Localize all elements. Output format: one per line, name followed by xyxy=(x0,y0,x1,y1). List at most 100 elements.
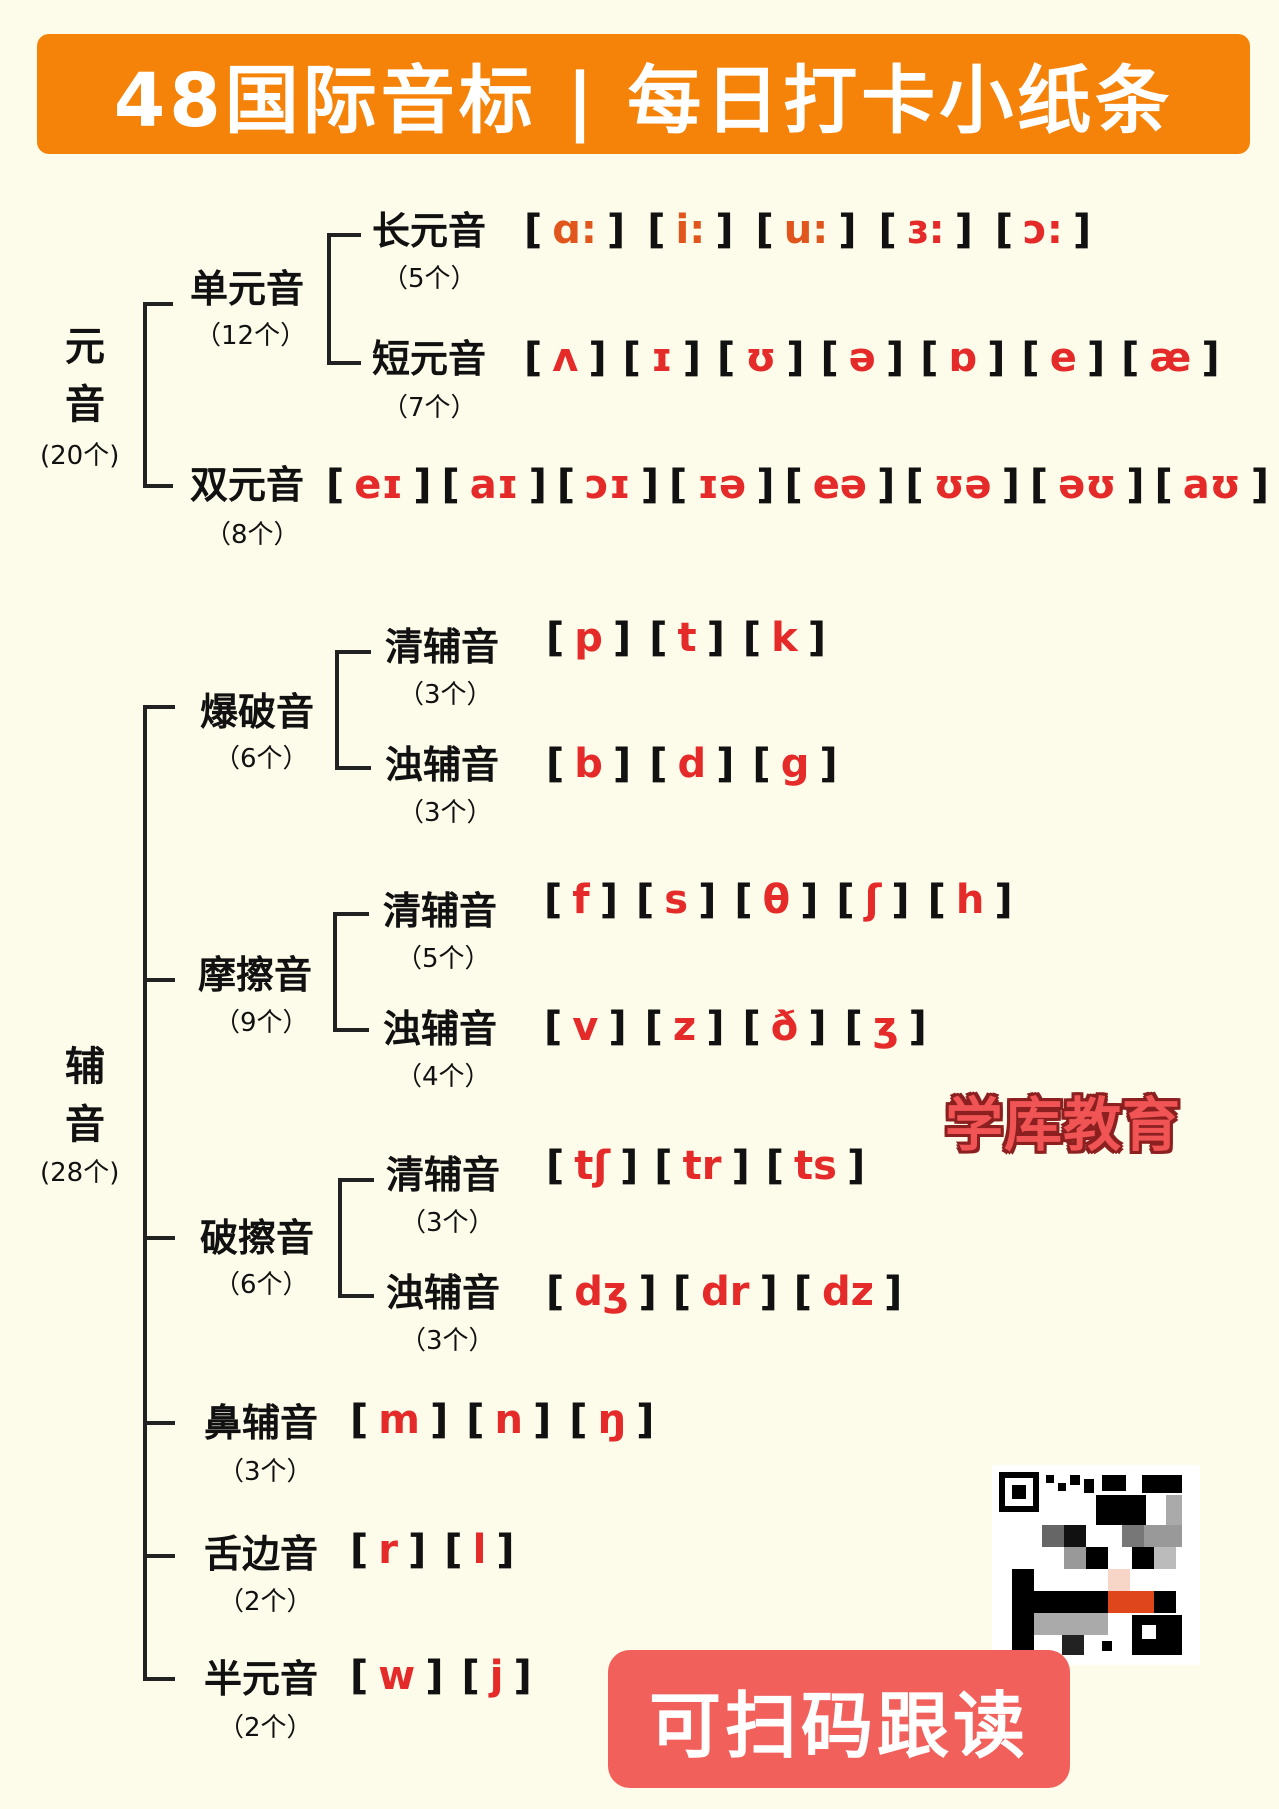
phonetic-symbol[interactable]: [v] xyxy=(544,1004,627,1050)
tree-line xyxy=(143,484,173,488)
tree-line xyxy=(327,361,361,365)
phonetic-symbol[interactable]: [b] xyxy=(546,741,632,787)
phonetic-symbol[interactable]: [i:] xyxy=(647,207,734,253)
monophthongs-label: 单元音 xyxy=(190,267,305,311)
qr-code-icon[interactable] xyxy=(992,1465,1200,1665)
long-vowels-symbols: [ɑ:] [i:] [u:] [ɜ:] [ɔ:] xyxy=(524,210,1091,250)
consonants-label-char: 辅 xyxy=(65,1044,105,1090)
phonetic-symbol[interactable]: [eɪ] xyxy=(326,462,432,508)
phonetic-symbol[interactable]: [ʊə] xyxy=(905,462,1020,508)
phonetic-symbol[interactable]: [g] xyxy=(752,741,838,787)
consonants-label-char: 音 xyxy=(65,1102,105,1148)
fricatives-voiceless-label: 清辅音 xyxy=(383,889,498,933)
tree-line xyxy=(333,912,369,916)
scan-to-read-button[interactable]: 可扫码跟读 xyxy=(608,1650,1070,1788)
phonetic-symbol[interactable]: [ə] xyxy=(820,335,905,381)
nasals-label: 鼻辅音 xyxy=(204,1401,319,1445)
phonetic-symbol[interactable]: [dr] xyxy=(672,1269,778,1315)
phonetic-symbol[interactable]: [u:] xyxy=(755,207,857,253)
long-vowels-count: （5个） xyxy=(382,264,477,294)
phonetic-symbol[interactable]: [ɪ] xyxy=(622,335,702,381)
phonetic-symbol[interactable]: [aʊ] xyxy=(1154,462,1269,508)
diphthongs-label: 双元音 xyxy=(190,463,305,507)
diphthongs-count: （8个） xyxy=(205,520,300,550)
page-title: 48国际音标 | 每日打卡小纸条 xyxy=(113,57,1174,144)
phonetic-symbol[interactable]: [əʊ] xyxy=(1029,462,1145,508)
phonetic-symbol[interactable]: [z] xyxy=(644,1004,725,1050)
tree-line xyxy=(333,912,337,1032)
tree-line xyxy=(143,705,147,1681)
short-vowels-label: 短元音 xyxy=(372,337,487,381)
plosives-voiceless-label: 清辅音 xyxy=(385,625,500,669)
phonetic-symbol[interactable]: [ts] xyxy=(765,1143,866,1189)
phonetic-symbol[interactable]: [w] xyxy=(350,1653,444,1699)
fricatives-voiceless-count: （5个） xyxy=(396,944,491,974)
tree-line xyxy=(327,233,361,237)
tree-line xyxy=(143,1677,175,1681)
phonetic-symbol[interactable]: [e] xyxy=(1021,335,1106,381)
phonetic-symbol[interactable]: [ɔɪ] xyxy=(556,462,659,508)
laterals-count: （2个） xyxy=(218,1587,313,1617)
fricatives-voiced-symbols: [v] [z] [ð] [ʒ] xyxy=(544,1007,927,1047)
phonetic-symbol[interactable]: [j] xyxy=(461,1653,532,1699)
plosives-count: （6个） xyxy=(214,744,309,774)
affricates-voiced-count: （3个） xyxy=(400,1326,495,1356)
phonetic-symbol[interactable]: [eə] xyxy=(784,462,896,508)
header-banner: 48国际音标 | 每日打卡小纸条 xyxy=(37,34,1250,154)
brand-logo-text: 学库教育 xyxy=(945,1091,1182,1159)
vowels-label: 元 音 xyxy=(60,318,110,434)
phonetic-symbol[interactable]: [dz] xyxy=(793,1269,903,1315)
tree-line xyxy=(335,650,339,770)
plosives-voiced-label: 浊辅音 xyxy=(385,743,500,787)
phonetic-symbol[interactable]: [ʃ] xyxy=(836,877,910,923)
tree-line xyxy=(335,766,371,770)
phonetic-symbol[interactable]: [l] xyxy=(444,1527,515,1573)
scan-to-read-label: 可扫码跟读 xyxy=(648,1683,1029,1768)
semivowels-symbols: [w] [j] xyxy=(350,1656,532,1696)
phonetic-symbol[interactable]: [ɪə] xyxy=(668,462,775,508)
phonetic-symbol[interactable]: [ʌ] xyxy=(524,335,607,381)
affricates-voiced-label: 浊辅音 xyxy=(386,1271,501,1315)
phonetic-symbol[interactable]: [t] xyxy=(649,615,725,661)
plosives-voiced-symbols: [b] [d] [g] xyxy=(546,744,838,784)
monophthongs-count: （12个） xyxy=(195,321,307,351)
phonetic-symbol[interactable]: [aɪ] xyxy=(441,462,547,508)
plosives-voiced-count: （3个） xyxy=(398,798,493,828)
tree-line xyxy=(143,1421,175,1425)
nasals-symbols: [m] [n] [ŋ] xyxy=(350,1400,654,1440)
tree-line xyxy=(143,1554,175,1558)
phonetic-symbol[interactable]: [r] xyxy=(350,1527,427,1573)
phonetic-symbol[interactable]: [p] xyxy=(546,615,632,661)
fricatives-count: （9个） xyxy=(214,1008,309,1038)
phonetic-symbol[interactable]: [ɔ:] xyxy=(994,207,1092,253)
phonetic-symbol[interactable]: [ɒ] xyxy=(920,335,1006,381)
phonetic-symbol[interactable]: [ŋ] xyxy=(569,1397,655,1443)
phonetic-symbol[interactable]: [æ] xyxy=(1121,335,1220,381)
phonetic-symbol[interactable]: [dʒ] xyxy=(546,1269,657,1315)
phonetic-symbol[interactable]: [k] xyxy=(742,615,827,661)
phonetic-symbol[interactable]: [ð] xyxy=(742,1004,827,1050)
phonetic-symbol[interactable]: [h] xyxy=(927,877,1013,923)
consonants-label: 辅 音 xyxy=(60,1038,110,1154)
phonetic-symbol[interactable]: [s] xyxy=(635,877,717,923)
phonetic-symbol[interactable]: [d] xyxy=(649,741,735,787)
plosives-voiceless-count: （3个） xyxy=(398,680,493,710)
fricatives-label: 摩擦音 xyxy=(198,953,313,997)
phonetic-symbol[interactable]: [ɑ:] xyxy=(524,207,626,253)
affricates-voiced-symbols: [dʒ] [dr] [dz] xyxy=(546,1272,902,1312)
fricatives-voiceless-symbols: [f] [s] [θ] [ʃ] [h] xyxy=(544,880,1013,920)
vowels-label-char: 元 xyxy=(65,324,105,370)
phonetic-symbol[interactable]: [θ] xyxy=(734,877,819,923)
plosives-label: 爆破音 xyxy=(200,690,315,734)
phonetic-symbol[interactable]: [tʃ] xyxy=(546,1143,639,1189)
affricates-label: 破擦音 xyxy=(200,1216,315,1260)
phonetic-symbol[interactable]: [m] xyxy=(350,1397,449,1443)
phonetic-symbol[interactable]: [f] xyxy=(544,877,618,923)
phonetic-symbol[interactable]: [ʒ] xyxy=(844,1004,927,1050)
phonetic-symbol[interactable]: [ʊ] xyxy=(717,335,805,381)
phonetic-symbol[interactable]: [tr] xyxy=(654,1143,750,1189)
affricates-voiceless-label: 清辅音 xyxy=(386,1153,501,1197)
tree-line xyxy=(143,1236,175,1240)
phonetic-symbol[interactable]: [ɜ:] xyxy=(878,207,973,253)
phonetic-symbol[interactable]: [n] xyxy=(466,1397,552,1443)
